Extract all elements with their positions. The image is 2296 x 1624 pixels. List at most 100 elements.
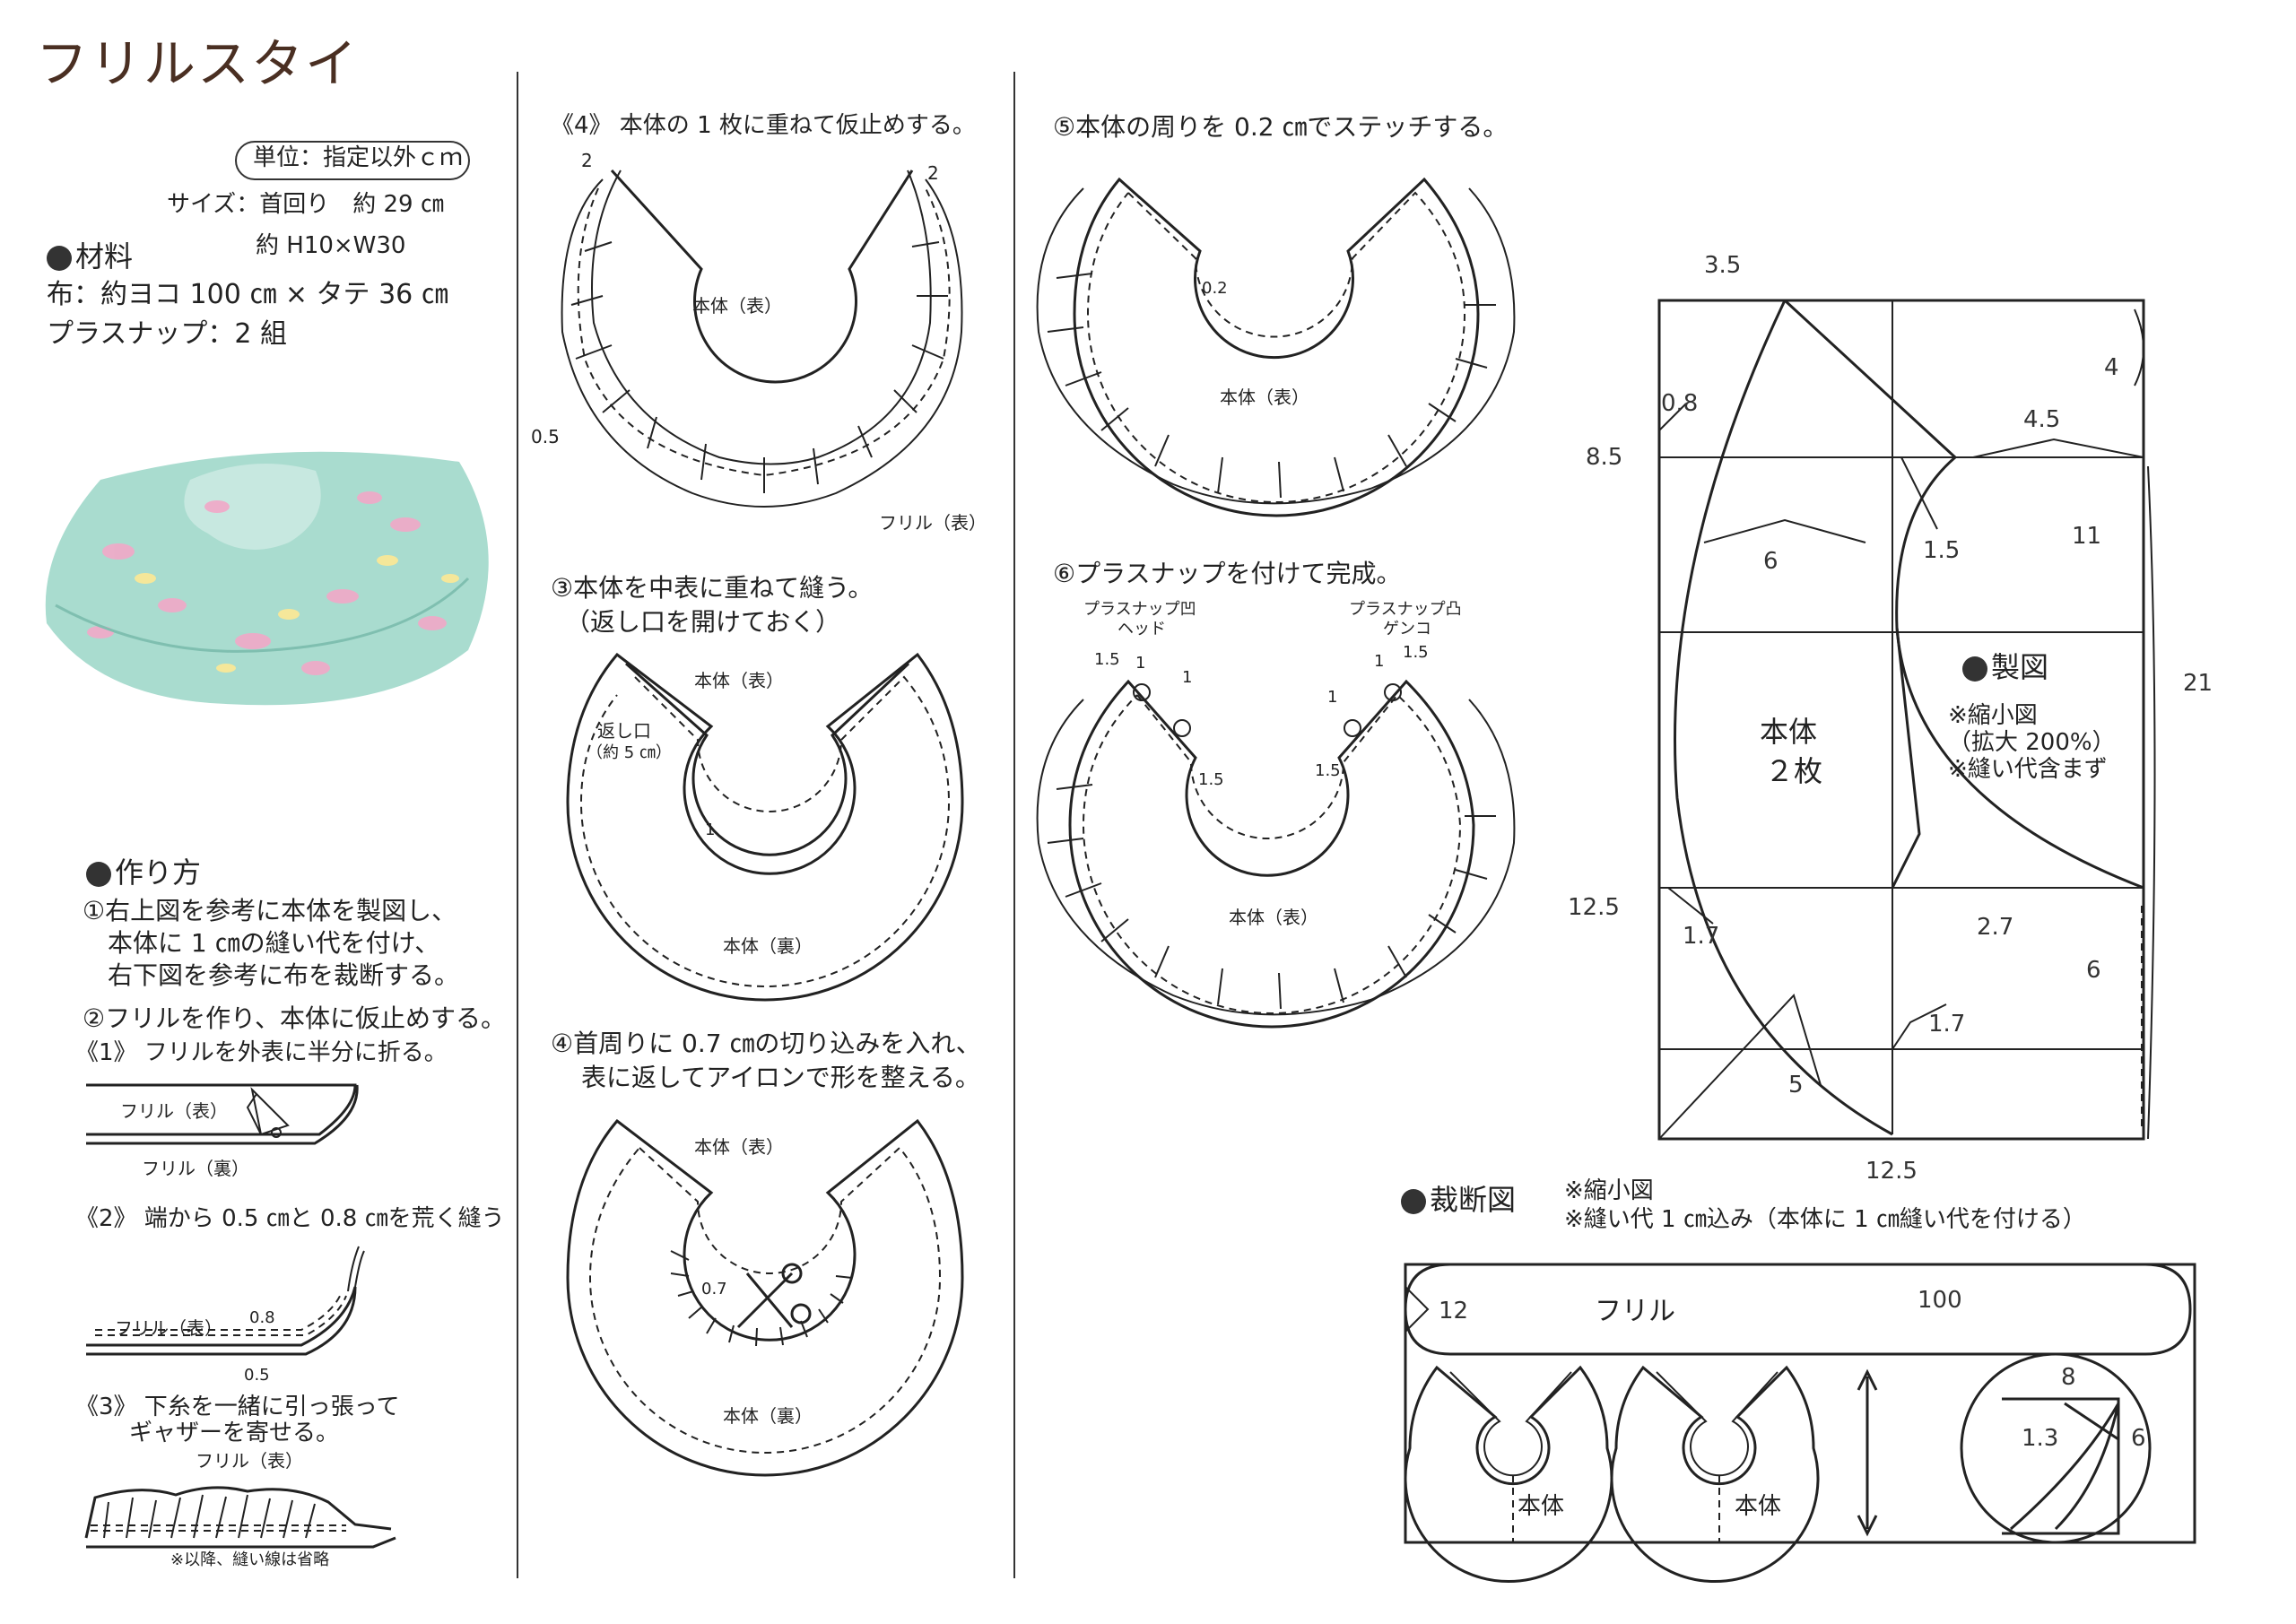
finished-bib-diagram xyxy=(1036,679,1516,1029)
size-line-1: サイズ：首回り 約 29 ㎝ xyxy=(167,191,444,218)
pattern-heading: 製図 xyxy=(1962,651,2048,684)
clip-dim-07: 0.7 xyxy=(701,1280,727,1298)
gather-frill-diagram xyxy=(84,1486,396,1549)
howto-sub3-a: 《3》 下糸を一緒に引っ張って xyxy=(75,1394,400,1420)
pattern-note-2: （拡大 200%） xyxy=(1948,729,2116,756)
snap-dim-15a: 1.5 xyxy=(1094,650,1120,669)
cutting-body-label-2: 本体 xyxy=(1735,1493,1782,1520)
pattern-dim-08: 0.8 xyxy=(1661,390,1699,417)
snap-dim-1a: 1 xyxy=(1135,654,1146,673)
unit-badge-text: 単位：指定以外ｃｍ xyxy=(253,144,464,171)
pattern-dim-125-left: 12.5 xyxy=(1568,894,1620,921)
stitch-dim-08: 0.8 xyxy=(249,1308,275,1327)
cutting-dim-12: 12 xyxy=(1439,1298,1469,1324)
pattern-dim-4: 4 xyxy=(2104,354,2119,381)
snap-left-label-b: ヘッド xyxy=(1118,620,1166,638)
step3-title-a: ③本体を中表に重ねて縫う。 xyxy=(551,573,874,603)
column-divider-1 xyxy=(517,72,518,1578)
pattern-dim-85: 8.5 xyxy=(1586,444,1623,471)
pattern-dim-5: 5 xyxy=(1788,1072,1804,1099)
cutting-note-2: ※縫い代 1 ㎝込み（本体に 1 ㎝縫い代を付ける） xyxy=(1564,1206,2086,1233)
cutting-frill-label: フリル xyxy=(1595,1296,1675,1327)
snap-dim-15c: 1.5 xyxy=(1403,643,1429,662)
pattern-dim-45: 4.5 xyxy=(2023,406,2061,433)
pattern-dim-15: 1.5 xyxy=(1923,537,1961,564)
attach-body-label: 本体（表） xyxy=(692,295,782,317)
cutting-note-1: ※縮小図 xyxy=(1564,1177,1654,1204)
pattern-dim-17a: 1.7 xyxy=(1683,923,1720,950)
step5-title: ⑤本体の周りを 0.2 ㎝でステッチする。 xyxy=(1053,112,1509,142)
clip-bottom-label: 本体（裏） xyxy=(723,1405,813,1427)
stitch-body-label: 本体（表） xyxy=(1220,386,1309,408)
step4-title-a: ④首周りに 0.7 ㎝の切り込みを入れ、 xyxy=(551,1029,981,1058)
attach-frill-diagram xyxy=(561,169,963,508)
snap-dim-1c: 1 xyxy=(1374,652,1385,671)
fold-label-top: フリル（表） xyxy=(120,1100,228,1122)
howto-step1-a: ①右上図を参考に本体を製図し、 xyxy=(83,896,457,925)
fold-frill-diagram xyxy=(86,1083,359,1145)
pattern-dim-21: 21 xyxy=(2183,670,2213,697)
snap-socket-icon xyxy=(1173,719,1191,737)
finished-bib-photo xyxy=(45,451,489,706)
step6-title: ⑥プラスナップを付けて完成。 xyxy=(1053,559,1402,588)
step-attach-title: 《4》 本体の 1 枚に重ねて仮止めする。 xyxy=(551,112,976,139)
sew-dim-1: 1 xyxy=(705,821,716,839)
size-line-2: 約 H10×W30 xyxy=(256,232,406,259)
bullet-icon xyxy=(1962,656,1987,682)
pattern-dim-17b: 1.7 xyxy=(1928,1011,1966,1038)
clip-body-diagram xyxy=(566,1118,964,1477)
stitch-body-diagram xyxy=(1036,177,1516,517)
stitch-frill-diagram xyxy=(86,1246,365,1356)
scissors-icon xyxy=(736,1263,812,1329)
snap-dim-15d: 1.5 xyxy=(1315,761,1341,780)
cutting-dim-100: 100 xyxy=(1918,1287,1962,1314)
materials-fabric: 布：約ヨコ 100 ㎝ × タテ 36 ㎝ xyxy=(47,279,448,310)
howto-step1-b: 本体に 1 ㎝の縫い代を付け、 xyxy=(108,928,440,958)
sew-gap-label-b: （約 5 ㎝） xyxy=(587,743,672,762)
bullet-icon xyxy=(1401,1189,1426,1214)
gather-label: フリル（表） xyxy=(196,1450,303,1472)
step4-title-b: 表に返してアイロンで形を整える。 xyxy=(581,1063,980,1092)
howto-sub3-b: ギャザーを寄せる。 xyxy=(129,1420,340,1446)
materials-heading: 材料 xyxy=(47,240,133,274)
bullet-icon xyxy=(47,246,72,271)
gather-note: ※以降、縫い線は省略 xyxy=(170,1550,330,1569)
snap-dim-15b: 1.5 xyxy=(1198,770,1224,789)
snap-dim-1b: 1 xyxy=(1182,668,1193,687)
cutting-dim-6: 6 xyxy=(2131,1425,2146,1452)
step3-title-b: （返し口を開けておく） xyxy=(565,607,841,637)
howto-heading: 作り方 xyxy=(86,856,201,890)
pattern-dim-125-bottom: 12.5 xyxy=(1866,1158,1918,1185)
sew-body-diagram xyxy=(566,652,964,1002)
pattern-dim-35: 3.5 xyxy=(1704,252,1742,279)
cutting-body-label-1: 本体 xyxy=(1518,1493,1565,1520)
pattern-body-label-b: ２枚 xyxy=(1765,754,1823,788)
pattern-dim-11: 11 xyxy=(2072,523,2102,550)
snap-stud-icon xyxy=(1384,683,1402,701)
pattern-dim-6a: 6 xyxy=(1763,548,1779,575)
howto-sub1: 《1》 フリルを外表に半分に折る。 xyxy=(75,1039,448,1066)
cutting-dim-8: 8 xyxy=(2061,1364,2076,1391)
pattern-drafting-diagram xyxy=(1657,299,2156,1141)
pattern-body-label-a: 本体 xyxy=(1760,715,1818,749)
stitch-label: フリル（表） xyxy=(115,1317,222,1339)
cutting-layout-diagram xyxy=(1404,1263,2196,1583)
howto-sub2: 《2》 端から 0.5 ㎝と 0.8 ㎝を荒く縫う xyxy=(75,1205,505,1232)
stitch-dim-05: 0.5 xyxy=(244,1366,270,1385)
snap-left-label-a: プラスナップ凹 xyxy=(1083,600,1196,619)
snap-head-icon xyxy=(1133,683,1151,701)
bullet-icon xyxy=(86,862,111,887)
howto-step1-c: 右下図を参考に布を裁断する。 xyxy=(108,960,460,990)
pattern-note-1: ※縮小図 xyxy=(1948,702,2038,729)
sew-top-label: 本体（表） xyxy=(694,670,784,691)
attach-frill-label: フリル（表） xyxy=(879,512,987,534)
cutting-heading: 裁断図 xyxy=(1401,1184,1516,1217)
attach-dim-05: 0.5 xyxy=(531,426,560,447)
column-divider-2 xyxy=(1013,72,1015,1578)
finished-body-label: 本体（表） xyxy=(1229,907,1318,928)
snap-right-label-a: プラスナップ凸 xyxy=(1349,600,1462,619)
cutting-dim-13: 1.3 xyxy=(2022,1425,2059,1452)
attach-dim-2b: 2 xyxy=(927,162,939,184)
fold-label-bottom: フリル（裏） xyxy=(142,1158,249,1179)
unit-badge xyxy=(235,141,470,180)
